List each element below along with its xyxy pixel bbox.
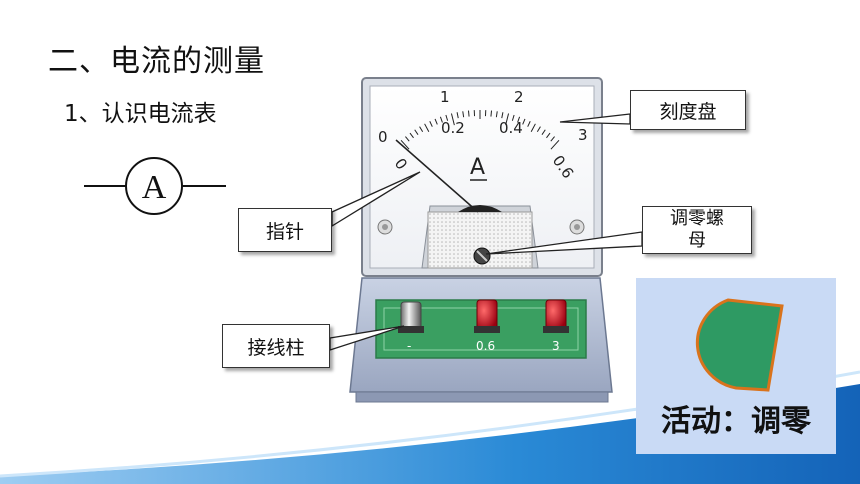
dial-tick: [546, 132, 551, 139]
upper-scale-1: 1: [440, 88, 450, 106]
callout-zero-screw: 调零螺 母: [642, 206, 752, 254]
ammeter-symbol-letter: A: [142, 169, 167, 206]
terminal-negative-icon[interactable]: [398, 301, 424, 333]
terminal-3-icon[interactable]: [543, 299, 569, 333]
dial-tick: [541, 129, 546, 135]
dial-tick: [517, 116, 521, 123]
zero-adjust-screw-icon[interactable]: [473, 247, 491, 265]
dial-tick: [419, 126, 424, 133]
dial-tick: [467, 110, 470, 117]
page-title: 二、电流的测量: [48, 44, 265, 79]
dial-tick: [511, 114, 515, 121]
activity-label: 活动：调零: [661, 404, 811, 439]
dial-tick: [450, 113, 455, 126]
dial-tick: [445, 114, 449, 121]
dial-tick: [495, 111, 498, 118]
activity-panel: 活动：调零: [636, 278, 836, 454]
dial-tick: [400, 139, 410, 150]
terminal-label-06: 0.6: [476, 339, 495, 353]
dial-tick: [405, 136, 410, 142]
dial-tick: [505, 113, 510, 126]
callout-leaders: [329, 113, 643, 351]
dial-tick: [550, 136, 555, 142]
dial-tick: [429, 121, 433, 127]
section-subtitle: 1、认识电流表: [64, 101, 217, 127]
terminal-06-icon[interactable]: [474, 299, 500, 333]
dial-tick: [434, 118, 438, 125]
dial-tick: [522, 118, 526, 125]
lower-scale-1: 0.2: [441, 119, 465, 137]
dial-tick: [501, 112, 504, 119]
callout-zero-screw-line1: 调零螺: [670, 208, 724, 229]
callout-terminal: 接线柱: [222, 324, 330, 368]
dial-tick: [462, 111, 465, 118]
meter-needle: [395, 139, 479, 213]
upper-scale-0: 0: [378, 128, 388, 146]
upper-scale-2: 2: [514, 88, 524, 106]
dial-tick: [527, 121, 531, 127]
dial-tick: [456, 112, 459, 119]
dial-scale-ticks: [400, 110, 560, 150]
terminal-label-3: 3: [552, 339, 560, 353]
dial-tick: [550, 139, 560, 150]
dial-tick: [424, 123, 430, 132]
zero-adjust-shape-icon: [695, 298, 784, 392]
dial-tick: [490, 110, 493, 117]
dial-tick: [439, 116, 443, 123]
lower-scale-2: 0.4: [499, 119, 523, 137]
dial-tick: [530, 123, 536, 132]
dial-tick: [536, 126, 541, 133]
callout-pointer: 指针: [238, 208, 332, 252]
callout-dial: 刻度盘: [630, 90, 746, 130]
dial-tick: [409, 132, 414, 139]
upper-scale-3: 3: [578, 126, 588, 144]
dial-tick: [414, 129, 419, 135]
callout-zero-screw-line2: 母: [688, 230, 706, 251]
terminal-label-negative: -: [407, 339, 411, 353]
meter-unit: A: [470, 155, 485, 180]
